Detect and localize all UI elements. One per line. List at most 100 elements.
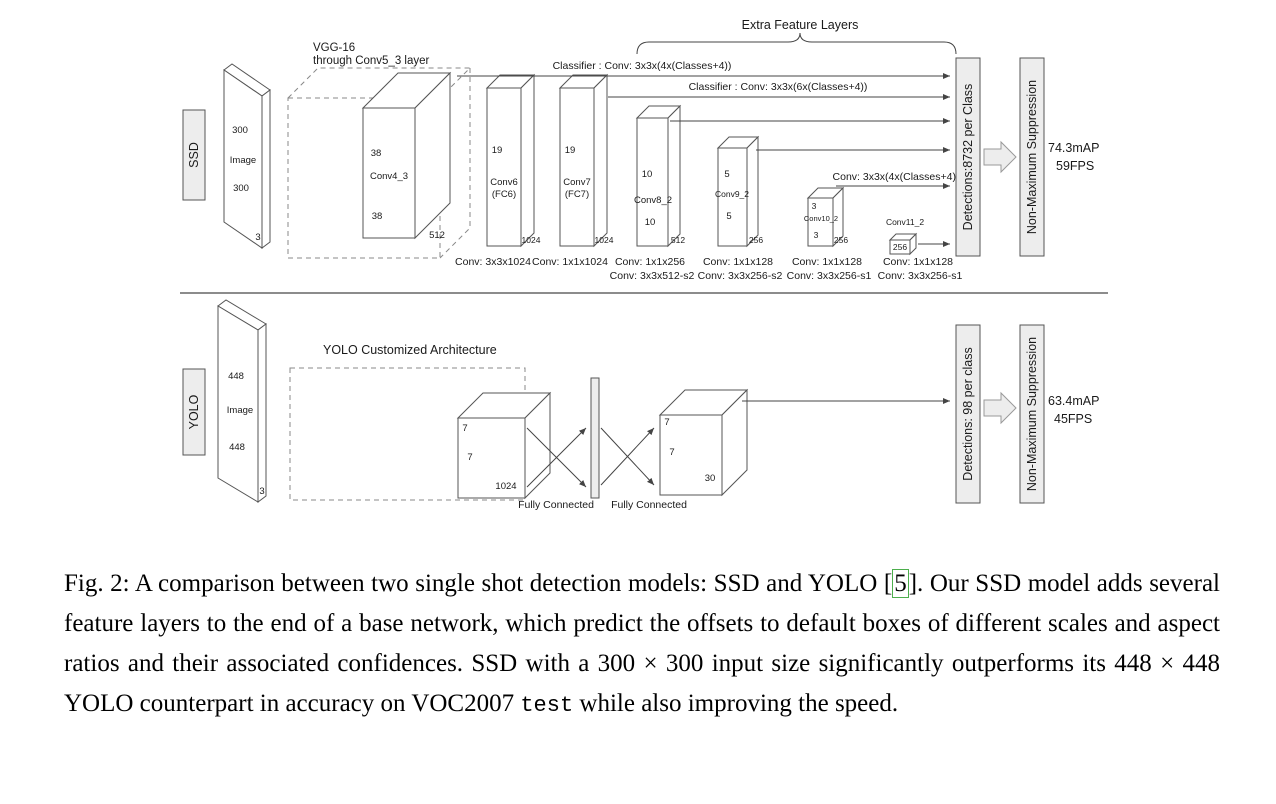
conv4_3-name: Conv4_3: [370, 171, 408, 182]
yolo-arch-title: YOLO Customized Architecture: [323, 343, 497, 357]
conv8_2-depth: 512: [671, 235, 685, 245]
vgg-dashed-front: [287, 97, 441, 259]
yolo-nms-box: Non-Maximum Suppression: [1019, 324, 1045, 504]
yolo-fc-layer: [590, 377, 600, 499]
yolo-block-arrow-icon: [983, 391, 1017, 425]
yolo-input-channels: 3: [259, 486, 264, 497]
conv10_2-dim-top: 3: [812, 201, 817, 211]
conv11_2-block: Conv11_2 256: [886, 217, 924, 256]
yolo-detections-box: Detections: 98 per class: [955, 324, 981, 504]
yolo-input-height: 448: [228, 371, 244, 382]
ssd-input-channels: 3: [255, 232, 260, 243]
conv8_2-dim-top: 10: [642, 169, 653, 180]
conv6-front-face: [486, 87, 522, 247]
conv7-front-face: [559, 87, 595, 247]
caption-text-1: Fig. 2: A comparison between two single …: [64, 570, 893, 597]
conv4_3-dim-side: 38: [372, 211, 383, 222]
op-conv8-line2: Conv: 3x3x512-s2: [610, 270, 695, 282]
citation-ref-link[interactable]: 5: [892, 569, 909, 598]
conv4_3-depth: 512: [429, 230, 445, 241]
conv7-name: Conv7: [563, 177, 590, 188]
op-conv9-line1: Conv: 1x1x128: [703, 256, 773, 268]
figure-caption: Fig. 2: A comparison between two single …: [64, 564, 1220, 726]
yolo-block1-dim-top: 7: [462, 423, 467, 434]
yolo-block1-depth: 1024: [495, 481, 516, 492]
op-conv8-line1: Conv: 1x1x256: [615, 256, 685, 268]
op-conv7: Conv: 1x1x1024: [532, 256, 608, 268]
classifier-label-mid: Classifier : Conv: 3x3x(6x(Classes+4)): [689, 81, 868, 93]
conv9_2-dim-top: 5: [724, 169, 729, 180]
conv11_2-depth: 256: [893, 242, 907, 252]
ssd-nms-rect: [1019, 57, 1045, 257]
yolo-block1: 7 7 1024: [456, 391, 552, 500]
ssd-label-box: [182, 109, 206, 201]
extra-feature-layers-brace: [636, 32, 957, 55]
conv9_2-dim-side: 5: [726, 211, 731, 222]
conv9_2-block: 5 Conv9_2 5 256: [715, 135, 763, 248]
ssd-fps-result: 59FPS: [1056, 159, 1094, 173]
yolo-input-image: 448 Image 448 3: [217, 299, 267, 503]
vgg-label-line1: VGG-16: [313, 42, 355, 54]
ssd-detections-rect: [955, 57, 981, 257]
conv9_2-depth: 256: [749, 235, 763, 245]
conv10_2-name: Conv10_2: [804, 214, 838, 223]
op-conv11-line1: Conv: 1x1x128: [883, 256, 953, 268]
conv8_2-front-face: [636, 117, 669, 247]
classifier-label-top: Classifier : Conv: 3x3x(4x(Classes+4)): [553, 60, 732, 72]
op-conv10-line1: Conv: 1x1x128: [792, 256, 862, 268]
yolo-detections-label: Detections: 98 per class: [961, 347, 975, 480]
caption-code-text: test: [520, 693, 574, 718]
extra-feature-layers-title: Extra Feature Layers: [742, 18, 859, 32]
ssd-conv-op-labels: Conv: 3x3x1024 Conv: 1x1x1024 Conv: 1x1x…: [455, 256, 962, 282]
ssd-detections-box: Detections:8732 per Class: [955, 57, 981, 257]
conv9_2-front-face: [717, 147, 748, 247]
conv4_3-dim-top: 38: [371, 148, 382, 159]
ssd-yolo-architecture-diagram: Extra Feature Layers VGG-16 through Conv…: [180, 18, 1108, 511]
ssd-row-label: SSD: [182, 109, 206, 201]
conv8_2-block: 10 Conv8_2 10 512: [634, 104, 685, 248]
conv8_2-name: Conv8_2: [634, 195, 672, 206]
ssd-input-height: 300: [232, 125, 248, 136]
yolo-block2-depth: 30: [705, 473, 716, 484]
ssd-row: Extra Feature Layers VGG-16 through Conv…: [182, 18, 1099, 282]
classifier-label-conv10: Conv: 3x3x(4x(Classes+4)): [833, 171, 960, 183]
ssd-input-front-face: [223, 69, 263, 249]
conv11_2-front-face: [889, 239, 911, 255]
yolo-row-label: YOLO: [182, 368, 206, 456]
fully-connected-label-1: Fully Connected: [518, 499, 594, 511]
fully-connected-label-2: Fully Connected: [611, 499, 687, 511]
conv6-name: Conv6: [490, 177, 517, 188]
caption-text-3: while also improving the speed.: [573, 690, 899, 717]
ssd-nms-box: Non-Maximum Suppression: [1019, 57, 1045, 257]
conv6-name2: (FC6): [492, 189, 516, 200]
caption-text-2: ]. Our SSD model adds several feature la…: [64, 570, 1220, 717]
yolo-nms-label: Non-Maximum Suppression: [1025, 337, 1039, 491]
conv10_2-depth: 256: [834, 235, 848, 245]
conv7-depth: 1024: [595, 235, 614, 245]
ssd-classifier-arrows: Classifier : Conv: 3x3x(4x(Classes+4)) C…: [457, 60, 960, 247]
yolo-block2-dim-top: 7: [664, 417, 669, 428]
conv6-dim-top: 19: [492, 145, 503, 156]
fc2-cross-arrow-b: [600, 427, 655, 486]
conv10_2-front-face: [807, 197, 834, 247]
ssd-block-arrow-icon: [983, 140, 1017, 174]
yolo-input-label: Image: [227, 405, 253, 416]
conv6-depth: 1024: [522, 235, 541, 245]
yolo-input-width: 448: [229, 442, 245, 453]
ssd-input-label: Image: [230, 155, 256, 166]
yolo-label-text: YOLO: [187, 394, 201, 429]
conv7-name2: (FC7): [565, 189, 589, 200]
yolo-block1-dim-side: 7: [467, 452, 472, 463]
yolo-block2-front-face: [659, 414, 723, 496]
ssd-detections-label: Detections:8732 per Class: [961, 84, 975, 231]
yolo-map-result: 63.4mAP: [1048, 394, 1099, 408]
vgg-dashed-box: [287, 67, 472, 259]
op-conv6: Conv: 3x3x1024: [455, 256, 531, 268]
yolo-block2: 7 7 30: [658, 388, 749, 497]
conv9_2-name: Conv9_2: [715, 189, 749, 199]
conv6-side-face: [520, 73, 535, 248]
ssd-map-result: 74.3mAP: [1048, 141, 1099, 155]
conv11_2-name: Conv11_2: [886, 217, 924, 227]
conv7-dim-top: 19: [565, 145, 576, 156]
